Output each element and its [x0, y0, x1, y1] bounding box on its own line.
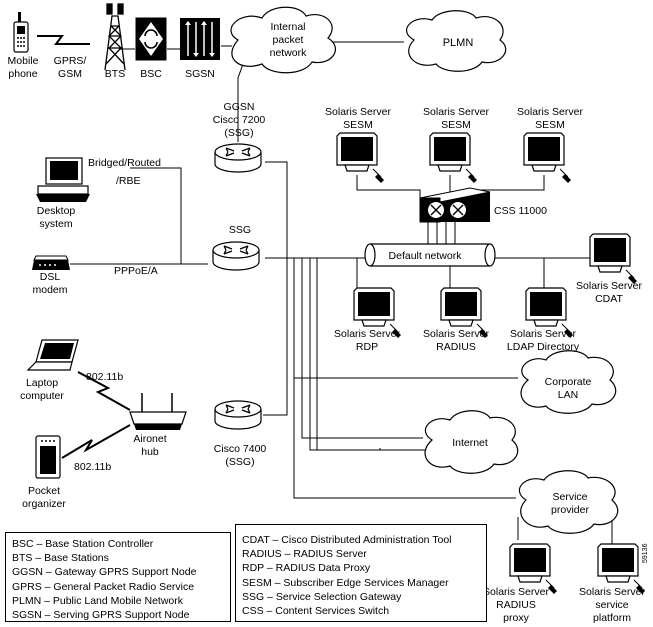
label-ssg: SSG: [229, 224, 251, 236]
label-css-11000: CSS 11000: [494, 205, 547, 217]
label-bsc: BSC: [140, 68, 162, 80]
legend-item: GGSN – Gateway GPRS Support Node: [12, 566, 197, 579]
legend-item: CDAT – Cisco Distributed Administration …: [242, 534, 452, 546]
label-internet: Internet: [452, 437, 488, 449]
legend-item: SGSN – Serving GPRS Support Node: [12, 609, 190, 622]
service-provider-cloud: [518, 470, 619, 534]
wireless-link-icon: [77, 371, 131, 411]
legend-item: RADIUS – RADIUS Server: [242, 548, 367, 561]
label-sgsn: SGSN: [185, 68, 215, 80]
label-cisco-7400: Cisco 7400(SSG): [214, 443, 267, 468]
pocket-organizer-icon: [35, 435, 61, 479]
wireless-link-icon: [61, 424, 131, 459]
label-wifi-laptop: 802.11b: [86, 371, 123, 383]
label-gprs-gsm: GPRS/GSM: [54, 55, 87, 80]
legend-left: BSC – Base Station Controller BTS – Base…: [5, 532, 231, 622]
legend-item: BSC – Base Station Controller: [12, 538, 154, 550]
corporate-lan-cloud: [520, 350, 617, 414]
label-default-network: Default network: [389, 250, 463, 262]
aironet-hub-icon: [129, 393, 187, 430]
label-pppoe: PPPoE/A: [114, 265, 158, 277]
sesm-server-2-icon: [429, 132, 478, 184]
internal-network-cloud: [230, 6, 336, 74]
label-bts: BTS: [105, 68, 125, 80]
sgsn-icon: [180, 18, 220, 60]
ssg-router-icon: [212, 241, 260, 271]
css-11000-switch-icon: [419, 187, 491, 223]
wireless-link-icon: [37, 35, 90, 45]
default-network-bus: [364, 243, 496, 267]
legend-right: CDAT – Cisco Distributed Administration …: [235, 524, 487, 622]
legend-item: RDP – RADIUS Data Proxy: [242, 562, 371, 575]
bsc-icon: [135, 17, 167, 61]
legend-item: BTS – Base Stations: [12, 552, 109, 565]
desktop-computer-icon: [36, 157, 90, 202]
label-wifi-pocket: 802.11b: [74, 461, 111, 473]
sesm-server-1-icon: [336, 132, 385, 184]
bts-tower-icon: [104, 3, 126, 71]
connection-lines: [70, 41, 622, 546]
laptop-computer-icon: [26, 339, 79, 371]
ggsn-router-icon: [214, 143, 262, 173]
mobile-phone-icon: [13, 12, 29, 53]
label-bridged-routed: Bridged/Routed/RBE: [88, 157, 161, 187]
sesm-server-3-icon: [523, 132, 572, 184]
label-plmn: PLMN: [443, 37, 474, 49]
plmn-cloud: [406, 10, 507, 72]
figure-number: 59136: [642, 543, 649, 563]
dsl-modem-icon: [32, 255, 70, 270]
internet-cloud: [424, 410, 519, 474]
legend-item: PLMN – Public Land Mobile Network: [12, 594, 183, 607]
legend-item: CSS – Content Services Switch: [242, 605, 390, 618]
legend-item: SSG – Service Selection Gateway: [242, 590, 402, 603]
cisco-7400-router-icon: [214, 400, 262, 430]
legend-item: SESM – Subscriber Edge Services Manager: [242, 576, 449, 589]
cdat-server-icon: [589, 233, 638, 285]
legend-item: GPRS – General Packet Radio Service: [12, 580, 195, 593]
